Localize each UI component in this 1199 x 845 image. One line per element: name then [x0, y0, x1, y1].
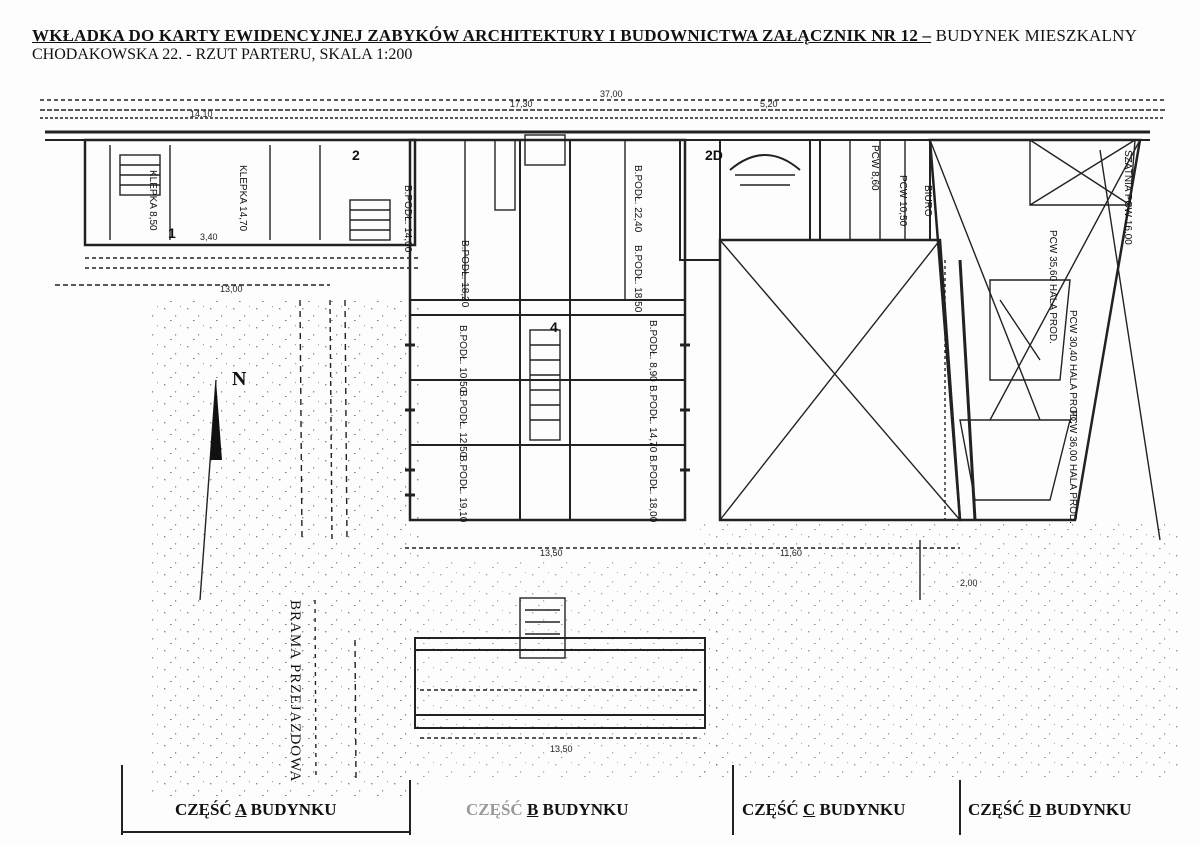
svg-text:2: 2 — [352, 147, 360, 163]
room-label: PCW 35,60 HALA PROD. — [1047, 230, 1058, 344]
room-label: PCW 10,50 — [897, 175, 908, 227]
header-line-2: CHODAKOWSKA 22. - RZUT PARTERU, SKALA 1:… — [32, 46, 413, 63]
dimension-label: 5,20 — [760, 99, 778, 109]
north-arrow-icon — [210, 380, 222, 460]
svg-text:1: 1 — [168, 225, 176, 241]
header-line-1: WKŁADKA DO KARTY EWIDENCYJNEJ ZABYKÓW AR… — [32, 26, 1137, 46]
room-label: B.PODŁ. 14,00 — [402, 185, 413, 253]
room-label: PCW 36,00 HALA PROD. — [1067, 410, 1078, 524]
dimension-label: 13,00 — [220, 284, 243, 294]
part-a-label: CZĘŚĆ A BUDYNKU — [175, 800, 337, 819]
dimension-label: 13,50 — [540, 548, 563, 558]
room-label: B.PODŁ. 18,20 — [459, 240, 470, 308]
room-label: KLEPKA 8,50 — [147, 170, 158, 231]
gate-label: BRAMA PRZEJAZDOWA — [287, 600, 303, 783]
room-label: BIURO — [922, 185, 933, 217]
dimension-label: 17,30 — [510, 99, 533, 109]
header-building-type: BUDYNEK MIESZKALNY — [935, 26, 1138, 45]
room-label: B.PODŁ. 22,40 — [632, 165, 643, 233]
dimension-label: 2,00 — [960, 578, 978, 588]
room-label: PCW 8,60 — [869, 145, 880, 191]
dimension-label: 14,10 — [190, 109, 213, 119]
part-c-label: CZĘŚĆ C BUDYNKU — [742, 800, 906, 819]
part-d-label: CZĘŚĆ D BUDYNKU — [968, 800, 1132, 819]
header-title: WKŁADKA DO KARTY EWIDENCYJNEJ ZABYKÓW AR… — [32, 26, 932, 45]
room-label: PCW 30,40 HALA PROD. — [1067, 310, 1078, 424]
room-label: B.PODŁ. 19,10 — [457, 455, 468, 523]
room-label: B.PODŁ. 14,70 — [647, 385, 658, 453]
north-label: N — [232, 368, 247, 390]
svg-text:4: 4 — [550, 319, 558, 335]
part-b-label: CZĘŚĆ B BUDYNKU — [466, 800, 629, 819]
dimension-label: 11,60 — [780, 548, 802, 558]
dimension-label: 3,40 — [200, 232, 218, 242]
room-label: KLEPKA 14,70 — [237, 165, 248, 232]
room-label: B.PODŁ. 18,00 — [647, 455, 658, 523]
dimension-label: 13,50 — [550, 744, 573, 754]
room-label: B.PODŁ. 10,50 — [457, 325, 468, 393]
room-label: SZATNIA PCW 16,00 — [1122, 150, 1133, 245]
room-label: B.PODŁ. 12,50 — [457, 390, 468, 458]
room-label: B.PODŁ. 8,90 — [647, 320, 658, 382]
svg-text:2D: 2D — [705, 147, 723, 163]
room-label: B.PODŁ. 18,50 — [632, 245, 643, 313]
dimension-label: 37,00 — [600, 89, 623, 99]
